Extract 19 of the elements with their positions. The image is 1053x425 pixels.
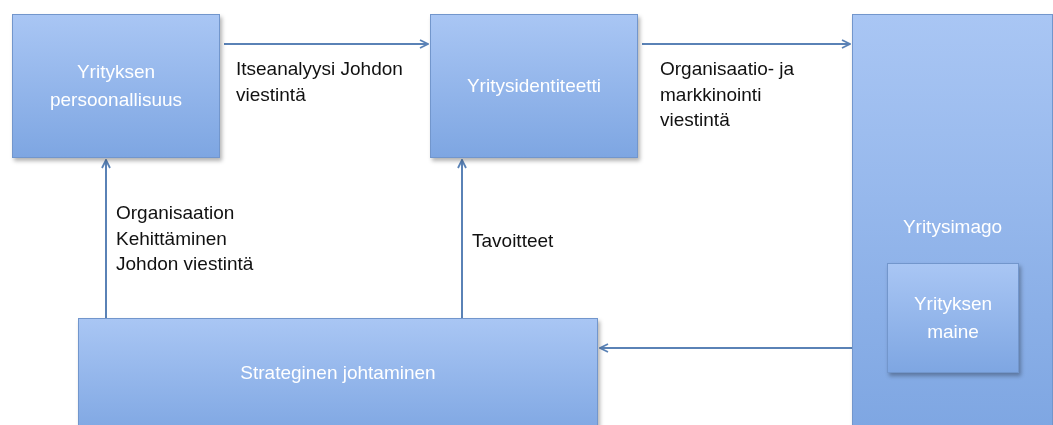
- edge-label: Organisaatio- ja markkinointi viestintä: [660, 57, 796, 133]
- node-label: Yritysimago: [901, 215, 1004, 239]
- edge-label: Tavoitteet: [472, 229, 554, 253]
- edge-label: Itseanalyysi Johdon viestintä: [236, 57, 404, 107]
- arrow: [101, 159, 111, 319]
- node-label: Yrityksen persoonallisuus: [49, 60, 183, 112]
- node-label: Strateginen johtaminen: [239, 361, 437, 385]
- process-box: [430, 14, 638, 158]
- process-box: [78, 318, 598, 425]
- node-label: Yrityksen maine: [912, 292, 994, 344]
- arrow: [223, 39, 429, 49]
- arrow: [457, 159, 467, 319]
- node-label: Yritysidentiteetti: [465, 74, 603, 99]
- process-box: [887, 263, 1019, 373]
- process-box: [12, 14, 220, 158]
- arrow: [599, 343, 853, 353]
- arrow: [641, 39, 851, 49]
- edge-label: Organisaation Kehittäminen Johdon viestintä: [116, 201, 255, 277]
- image-panel: [852, 14, 1053, 425]
